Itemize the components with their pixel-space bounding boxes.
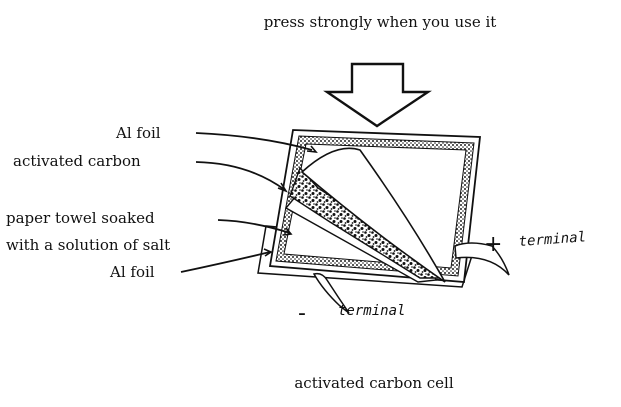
- positive-terminal-strip: [454, 242, 510, 276]
- label-al-foil-top: Al foil: [115, 124, 161, 142]
- negative-terminal-label: terminal: [338, 303, 405, 319]
- label-paper-towel-line1: paper towel soaked: [6, 209, 155, 227]
- press-arrow: [323, 62, 432, 128]
- label-pointers: [180, 132, 318, 273]
- positive-sign: +: [484, 232, 502, 257]
- label-activated-carbon: activated carbon: [13, 152, 141, 170]
- negative-terminal-strip: [312, 272, 350, 314]
- diagram-caption: activated carbon cell: [294, 374, 454, 392]
- peeled-al-foil-flap: [300, 147, 446, 283]
- activated-carbon-border: [275, 135, 475, 277]
- negative-sign: -: [298, 301, 306, 326]
- positive-terminal-label: terminal: [518, 229, 586, 250]
- label-paper-towel-line2: with a solution of salt: [6, 236, 170, 254]
- label-al-foil-bottom: Al foil: [109, 263, 155, 281]
- instruction-text: press strongly when you use it: [264, 13, 497, 31]
